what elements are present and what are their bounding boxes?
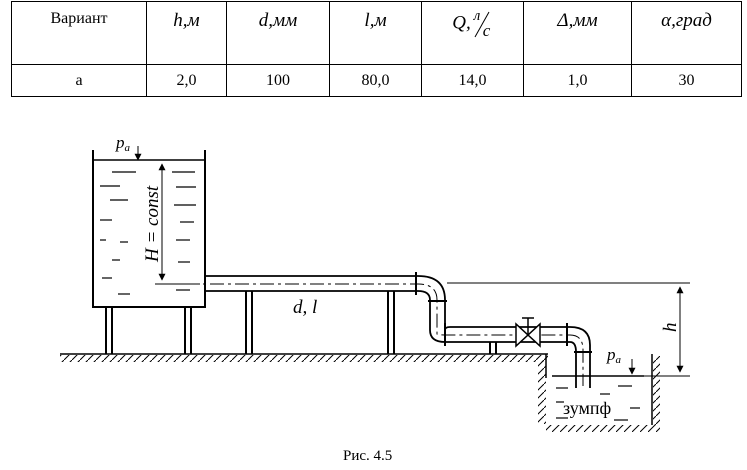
table-value-row: а 2,0 100 80,0 14,0 1,0 30	[11, 64, 742, 97]
supports	[245, 291, 497, 354]
header-q-unit-numerator: л	[473, 8, 481, 24]
fraction-slash	[474, 11, 490, 38]
valve	[515, 317, 541, 348]
sump-label: зумпф	[563, 398, 611, 418]
header-q-symbol: Q,	[452, 12, 471, 34]
H-label: H = const	[142, 185, 163, 263]
value-d: 100	[226, 64, 330, 97]
value-l: 80,0	[329, 64, 422, 97]
value-variant: а	[11, 64, 147, 97]
header-q-unit-denominator: с	[482, 21, 491, 40]
header-h: h,м	[146, 1, 227, 65]
pipeline	[205, 272, 592, 388]
figure-caption: Рис. 4.5	[343, 448, 392, 464]
pa-right-label: pa	[606, 345, 622, 366]
value-delta: 1,0	[523, 64, 632, 97]
value-alpha: 30	[631, 64, 742, 97]
pa-top-label: pa	[115, 133, 131, 154]
value-q: 14,0	[421, 64, 524, 97]
header-alpha: α,град	[631, 1, 742, 65]
value-h: 2,0	[146, 64, 227, 97]
dimension-h	[447, 282, 690, 377]
h-label: h	[660, 323, 681, 333]
dimension-H	[155, 163, 200, 285]
header-variant: Вариант	[11, 1, 147, 65]
header-l: l,м	[329, 1, 422, 65]
ground	[60, 353, 660, 432]
dl-label: d, l	[293, 297, 317, 318]
